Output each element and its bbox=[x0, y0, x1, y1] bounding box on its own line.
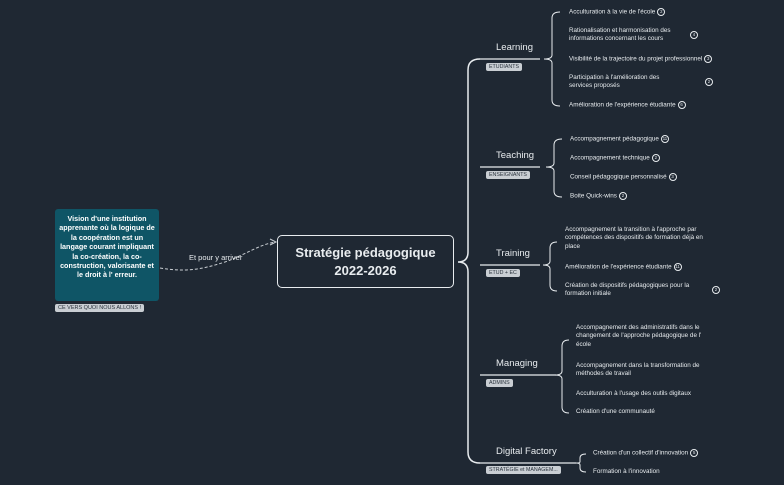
leaf-managing-2[interactable]: Accompagnement dans la transformation de… bbox=[576, 362, 700, 378]
leaf-training-1[interactable]: Accompagnement la transition à l'approch… bbox=[565, 226, 703, 250]
tag-training: ETUD + EC bbox=[486, 269, 520, 277]
training-brace bbox=[542, 241, 558, 292]
leaf-learning-3[interactable]: Visibilité de la trajectoire du projet p… bbox=[569, 55, 769, 64]
relation-connector bbox=[159, 241, 276, 271]
leaf-managing-1[interactable]: Accompagnement des administratifs dans l… bbox=[576, 324, 702, 348]
branch-digital-factory[interactable]: Digital Factory bbox=[496, 446, 557, 457]
learning-brace bbox=[543, 11, 561, 107]
central-title-line2: 2022-2026 bbox=[334, 263, 397, 278]
tag-digital-factory: STRATÉGIE et MANAGEM... bbox=[486, 466, 561, 474]
count-badge: 5 bbox=[690, 449, 699, 457]
count-badge: 11 bbox=[673, 263, 682, 271]
vision-text: Vision d'une institution apprenante où l… bbox=[59, 214, 155, 280]
count-badge: 2 bbox=[618, 192, 627, 200]
vision-node[interactable]: Vision d'une institution apprenante où l… bbox=[55, 209, 159, 301]
tag-managing: ADMINS bbox=[486, 379, 513, 387]
vision-tag: CE VERS QUOI NOUS ALLONS ! bbox=[55, 304, 145, 312]
teaching-brace bbox=[545, 138, 563, 198]
count-badge: 2 bbox=[712, 286, 720, 294]
count-badge: 3 bbox=[704, 55, 713, 63]
leaf-digital-factory-2[interactable]: Formation à l'innovation bbox=[593, 468, 660, 475]
central-title-line1: Stratégie pédagogique bbox=[295, 245, 436, 260]
branch-teaching[interactable]: Teaching bbox=[496, 150, 535, 161]
tag-teaching: ENSEIGNANTS bbox=[486, 171, 530, 179]
branch-managing[interactable]: Managing bbox=[496, 358, 538, 369]
count-badge: 6 bbox=[677, 101, 686, 109]
count-badge: 2 bbox=[705, 78, 713, 86]
central-topic[interactable]: Stratégie pédagogique 2022-2026 bbox=[277, 235, 454, 288]
count-badge: 2 bbox=[651, 154, 660, 162]
count-badge: 2 bbox=[657, 8, 666, 16]
main-brace bbox=[457, 58, 481, 464]
digital-factory-brace bbox=[575, 453, 587, 473]
tag-learning: ETUDIANTS bbox=[486, 63, 523, 71]
leaf-learning-4[interactable]: Participation à l'amélioration des servi… bbox=[569, 74, 713, 91]
leaf-learning-2[interactable]: Rationalisation et harmonisation des inf… bbox=[569, 27, 698, 44]
relation-label[interactable]: Et pour y arriver bbox=[189, 253, 243, 262]
managing-brace bbox=[554, 339, 570, 414]
count-badge: 11 bbox=[660, 135, 669, 143]
leaf-managing-3[interactable]: Acculturation à l'usage des outils digit… bbox=[576, 390, 691, 397]
relation-arrowhead bbox=[269, 238, 278, 246]
leaf-training-3[interactable]: Création de dispositifs pédagogiques pou… bbox=[565, 282, 720, 299]
count-badge: 4 bbox=[690, 31, 698, 39]
count-badge: 3 bbox=[668, 173, 677, 181]
branch-training[interactable]: Training bbox=[496, 248, 530, 259]
branch-learning[interactable]: Learning bbox=[496, 42, 533, 53]
leaf-managing-4[interactable]: Création d'une communauté bbox=[576, 408, 655, 415]
